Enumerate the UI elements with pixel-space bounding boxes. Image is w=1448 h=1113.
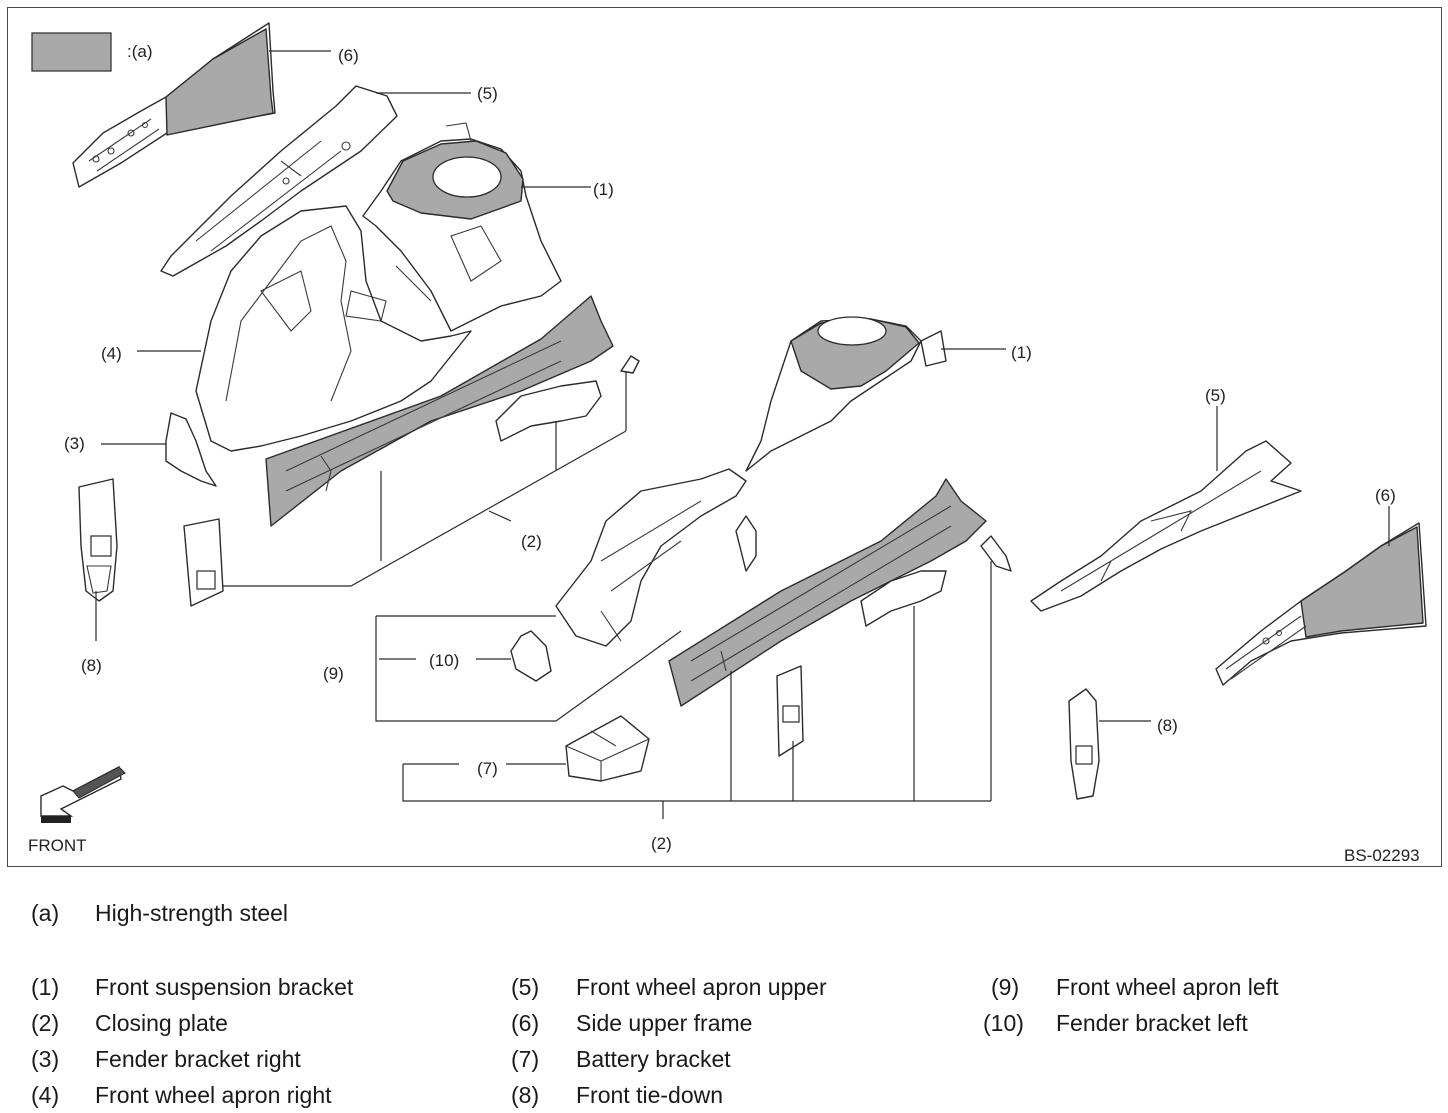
- front-suspension-bracket-left: [745, 316, 947, 472]
- callout-5-right: (5): [1205, 386, 1226, 405]
- legend-item-num: (2): [31, 1010, 60, 1036]
- front-tie-down-left: [1068, 688, 1100, 800]
- side-upper-frame-left: [1215, 522, 1427, 686]
- legend-item-text: Battery bracket: [576, 1046, 731, 1072]
- legend-item-text: Fender bracket right: [95, 1046, 301, 1072]
- battery-bracket: [565, 715, 650, 782]
- high-strength-key-swatch: [31, 32, 112, 72]
- legend-item-num: (10): [983, 1010, 1024, 1036]
- legend-item-num: (4): [31, 1082, 60, 1108]
- callout-1-right: (1): [1011, 343, 1032, 362]
- legend-item-text: Front suspension bracket: [95, 974, 354, 1000]
- diagram-code: BS-02293: [1344, 846, 1420, 865]
- legend-item-text: Front wheel apron right: [95, 1082, 332, 1108]
- legend-item-num: (1): [31, 974, 60, 1000]
- front-wheel-apron-left: [555, 468, 747, 647]
- front-wheel-apron-right: [195, 205, 472, 452]
- front-arrow-icon: [40, 765, 126, 823]
- callout-8-left: (8): [81, 656, 102, 675]
- legend-item-num: (9): [991, 974, 1020, 1000]
- legend-item-text: Side upper frame: [576, 1010, 753, 1036]
- callout-1-left: (1): [593, 180, 614, 199]
- legend-item-num: (7): [511, 1046, 540, 1072]
- front-suspension-bracket-right: [362, 122, 562, 332]
- callout-6-left: (6): [338, 46, 359, 65]
- key-label: :(a): [127, 42, 153, 61]
- front-wheel-apron-upper-right: [160, 85, 398, 277]
- legend-item-num: (3): [31, 1046, 60, 1072]
- closing-plate-left: [668, 478, 987, 707]
- closing-plate-bracket-right: [495, 355, 640, 442]
- side-upper-frame-right: [72, 22, 276, 188]
- front-wheel-apron-upper-left: [1030, 440, 1302, 612]
- legend-item-text: Front tie-down: [576, 1082, 724, 1108]
- closing-plate-bracket-left: [860, 535, 1012, 627]
- callout-2-left: (2): [521, 532, 542, 551]
- callout-3: (3): [64, 434, 85, 453]
- legend-item-text: Front wheel apron left: [1056, 974, 1279, 1000]
- legend-a-text: High-strength steel: [95, 900, 289, 926]
- callout-9: (9): [323, 664, 344, 683]
- legend-item-text: Front wheel apron upper: [576, 974, 827, 1000]
- parts-diagram: :(a) (6) (5) (1) (4) (3): [7, 7, 1442, 867]
- callout-10: (10): [429, 651, 459, 670]
- callout-7: (7): [477, 759, 498, 778]
- closing-plate-right: [265, 295, 614, 527]
- fender-bracket-left: [510, 630, 552, 682]
- front-wheel-apron-left-small: [735, 515, 757, 572]
- legend-item-num: (6): [511, 1010, 540, 1036]
- legend-item-text: Fender bracket left: [1056, 1010, 1248, 1036]
- callout-4: (4): [101, 344, 122, 363]
- legend-item-text: Closing plate: [95, 1010, 228, 1036]
- callout-8-right: (8): [1157, 716, 1178, 735]
- parts-legend: (a) High-strength steel (1) Front suspen…: [0, 880, 1448, 1113]
- legend-item-num: (5): [511, 974, 540, 1000]
- front-tie-down-right: [78, 478, 118, 602]
- fender-bracket-right: [165, 412, 217, 487]
- tie-down-bracket-mid: [183, 518, 224, 607]
- callout-6-right: (6): [1375, 486, 1396, 505]
- legend-a-num: (a): [31, 900, 60, 926]
- front-label: FRONT: [28, 836, 87, 855]
- callout-5-left: (5): [477, 84, 498, 103]
- tie-down-bracket-center: [776, 665, 804, 757]
- callout-2-center: (2): [651, 834, 672, 853]
- legend-item-num: (8): [511, 1082, 540, 1108]
